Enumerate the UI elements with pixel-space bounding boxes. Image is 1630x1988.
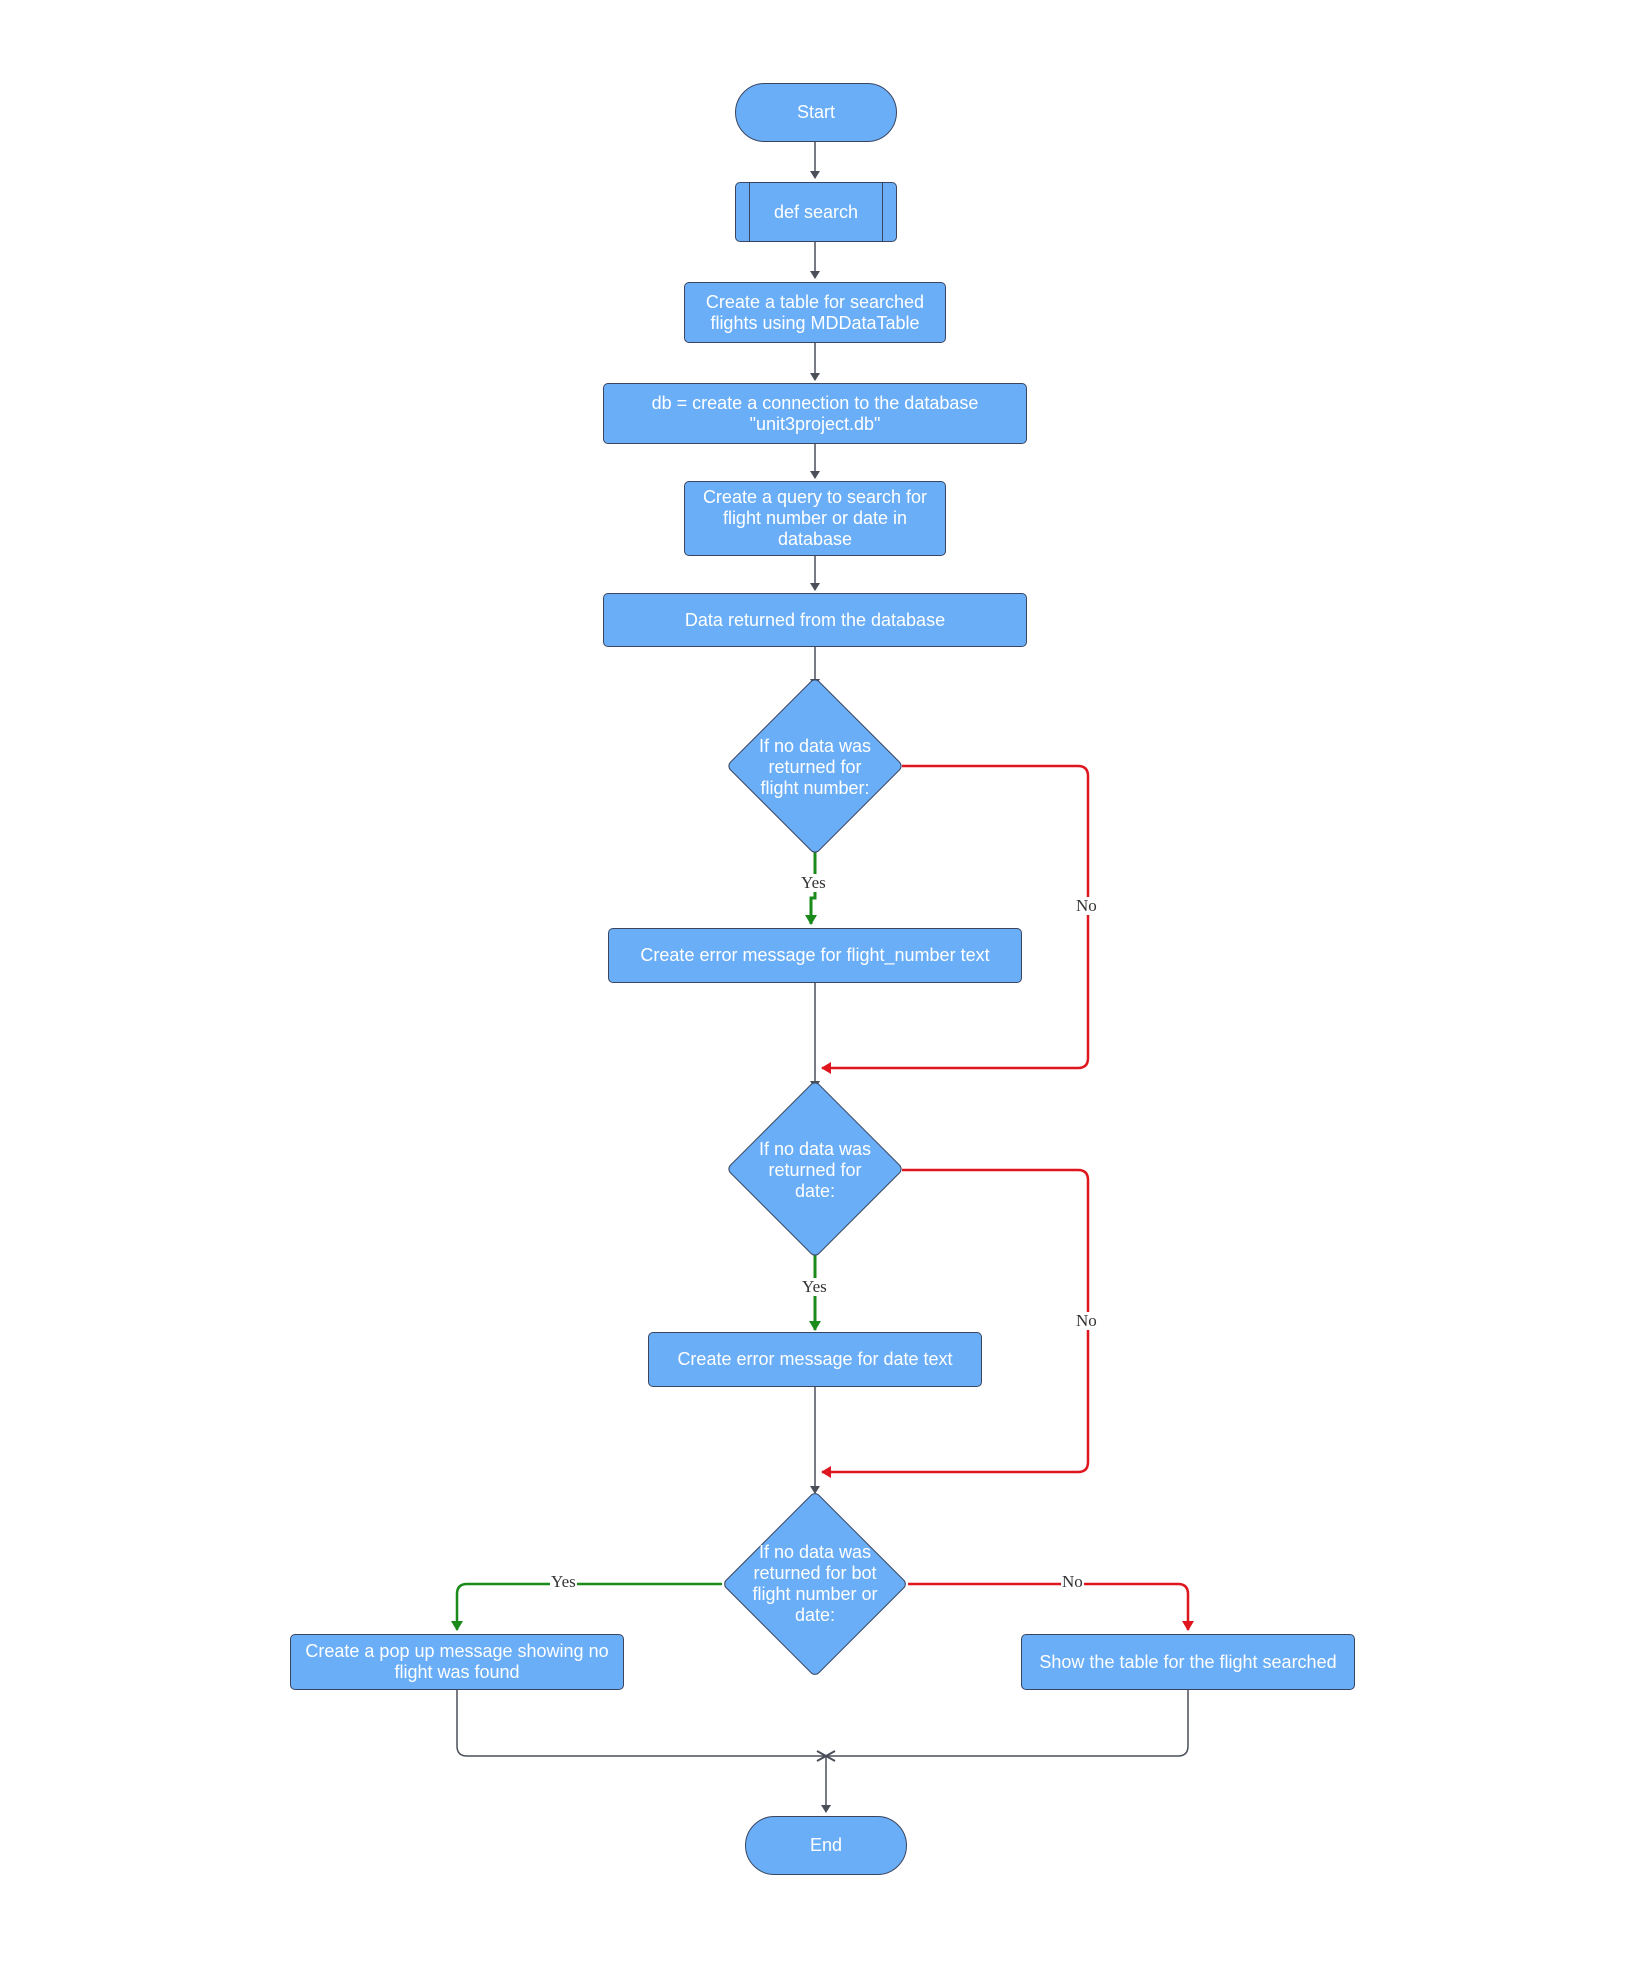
decision-date-label: If no data was returned for date: bbox=[758, 1139, 872, 1201]
end-terminal: End bbox=[745, 1816, 907, 1875]
show-table-process: Show the table for the flight searched bbox=[1021, 1634, 1355, 1690]
edge-decision3-yes bbox=[451, 1582, 722, 1631]
edge-decision1-no bbox=[821, 764, 1090, 1074]
decision-flight-label: If no data was returned for flight numbe… bbox=[758, 736, 872, 798]
edge-label-no-3: No bbox=[1061, 1572, 1084, 1591]
error-flight-number-label: Create error message for flight_number t… bbox=[640, 945, 990, 965]
decision-both-label: If no data was returned for bot flight n… bbox=[752, 1542, 878, 1625]
create-query-process: Create a query to search for flight numb… bbox=[684, 481, 946, 556]
db-connection-process: db = create a connection to the database… bbox=[603, 383, 1027, 444]
end-label: End bbox=[809, 1835, 843, 1855]
subprocess-left-bar bbox=[749, 183, 750, 241]
def-search-subprocess: def search bbox=[735, 182, 897, 242]
edge-label-yes-1: Yes bbox=[800, 873, 827, 892]
start-terminal: Start bbox=[735, 83, 897, 142]
db-connection-label: db = create a connection to the database… bbox=[651, 392, 979, 434]
error-date-process: Create error message for date text bbox=[648, 1332, 982, 1387]
error-date-label: Create error message for date text bbox=[677, 1349, 953, 1369]
decision-both-text-box: If no data was returned for bot flight n… bbox=[720, 1496, 910, 1672]
def-search-label: def search bbox=[773, 201, 859, 222]
edge-label-no-1: No bbox=[1075, 896, 1098, 915]
create-table-label: Create a table for searched flights usin… bbox=[705, 291, 925, 333]
decision-flight-text-box: If no data was returned for flight numbe… bbox=[727, 690, 903, 845]
error-flight-number-process: Create error message for flight_number t… bbox=[608, 928, 1022, 983]
edge-label-yes-2: Yes bbox=[801, 1277, 828, 1296]
data-returned-label: Data returned from the database bbox=[684, 609, 946, 630]
popup-message-label: Create a pop up message showing no fligh… bbox=[305, 1641, 609, 1682]
create-query-label: Create a query to search for flight numb… bbox=[702, 487, 928, 549]
edge-decision1-yes bbox=[805, 845, 817, 925]
create-table-process: Create a table for searched flights usin… bbox=[684, 282, 946, 343]
edge-popup-to-merge bbox=[456, 1690, 826, 1757]
edge-label-yes-3: Yes bbox=[550, 1572, 577, 1591]
data-returned-process: Data returned from the database bbox=[603, 593, 1027, 647]
edge-decision3-no bbox=[908, 1582, 1194, 1631]
show-table-label: Show the table for the flight searched bbox=[1039, 1651, 1337, 1672]
subprocess-right-bar bbox=[882, 183, 883, 241]
edge-label-no-2: No bbox=[1075, 1311, 1098, 1330]
edge-table-to-merge bbox=[826, 1690, 1189, 1757]
start-label: Start bbox=[796, 102, 835, 122]
decision-date-text-box: If no data was returned for date: bbox=[727, 1093, 903, 1248]
popup-message-process: Create a pop up message showing no fligh… bbox=[290, 1634, 624, 1690]
